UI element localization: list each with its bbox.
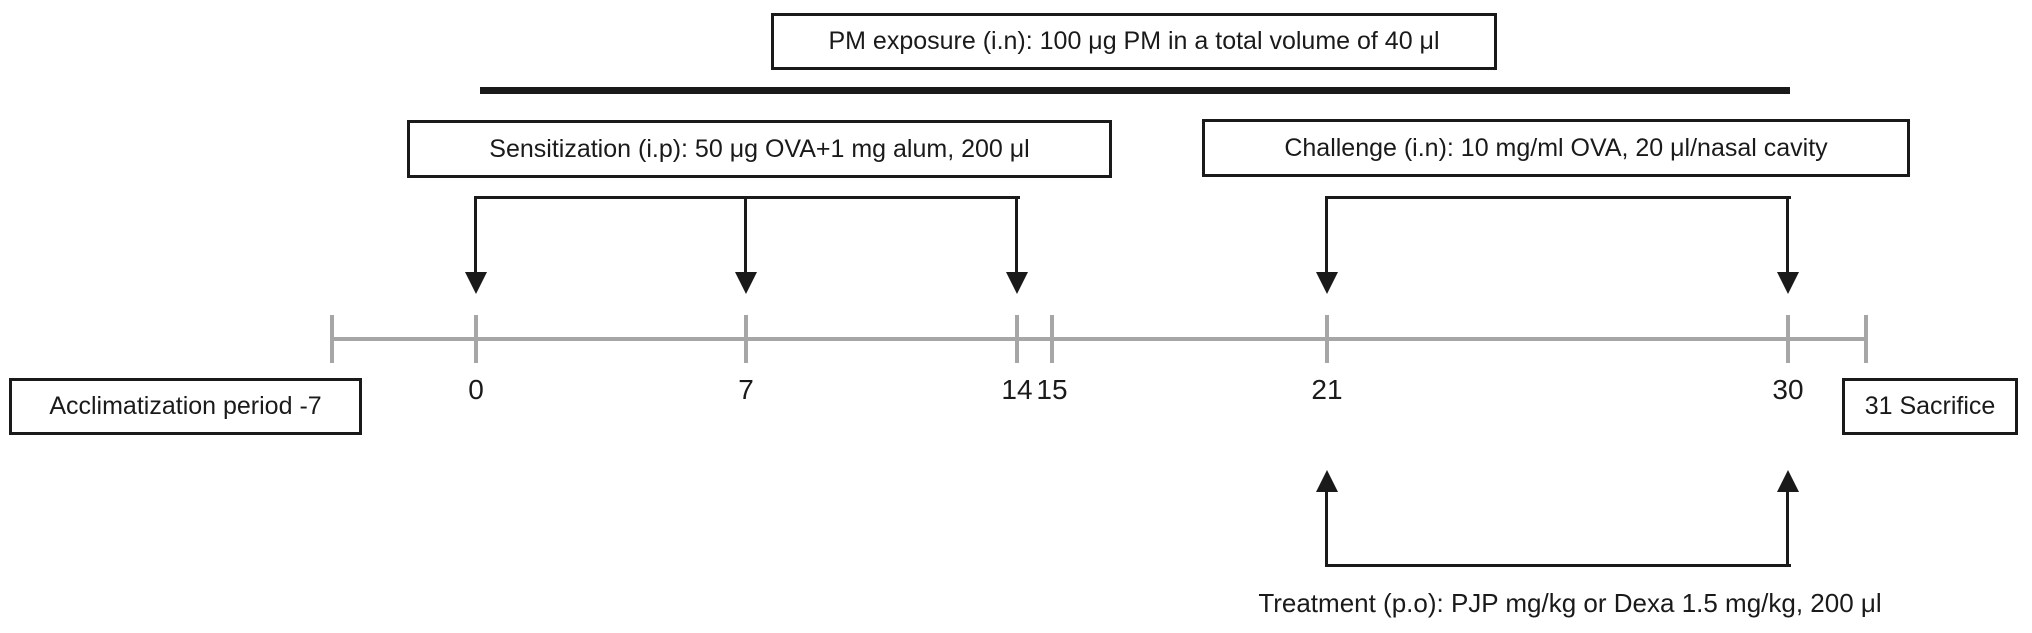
acclimatization-box: Acclimatization period -7	[9, 378, 362, 435]
timeline-tick-day-14	[1015, 315, 1019, 363]
sensitization-box: Sensitization (i.p): 50 μg OVA+1 mg alum…	[407, 120, 1112, 178]
treatment-arrow-arrowhead-day-21	[1316, 470, 1338, 492]
sacrifice-label: 31 Sacrifice	[1864, 392, 1996, 420]
treatment-arrow-bracket-line	[1327, 564, 1791, 567]
challenge-arrow-shaft-day-30	[1786, 196, 1789, 274]
sensitization-arrow-arrowhead-day-0	[465, 272, 487, 294]
challenge-arrow-shaft-day-21	[1325, 196, 1328, 274]
pm-exposure-label: PM exposure (i.n): 100 μg PM in a total …	[828, 27, 1440, 55]
sensitization-arrow-shaft-day-7	[744, 196, 747, 274]
acclimatization-label: Acclimatization period -7	[49, 392, 322, 420]
challenge-label: Challenge (i.n): 10 mg/ml OVA, 20 μl/nas…	[1284, 133, 1828, 162]
sensitization-arrow-arrowhead-day-14	[1006, 272, 1028, 294]
challenge-arrow-arrowhead-day-30	[1777, 272, 1799, 294]
treatment-label: Treatment (p.o): PJP mg/kg or Dexa 1.5 m…	[1258, 588, 1882, 618]
timeline-tick-day-7	[744, 315, 748, 363]
sensitization-arrow-shaft-day-0	[474, 196, 477, 274]
pm-exposure-duration-bar	[480, 87, 1790, 94]
timeline-day-label-30: 30	[1772, 374, 1804, 405]
sensitization-arrow-shaft-day-14	[1015, 196, 1018, 274]
treatment-arrow-shaft-day-21	[1325, 492, 1328, 567]
timeline-axis	[332, 337, 1866, 341]
challenge-box: Challenge (i.n): 10 mg/ml OVA, 20 μl/nas…	[1202, 119, 1910, 177]
sensitization-arrow-bracket-line	[476, 196, 1020, 199]
timeline-day-label-0: 0	[468, 374, 484, 405]
timeline-tick-day-31	[1864, 315, 1868, 363]
treatment-arrow-shaft-day-30	[1786, 492, 1789, 567]
sensitization-arrow-arrowhead-day-7	[735, 272, 757, 294]
pm-exposure-box: PM exposure (i.n): 100 μg PM in a total …	[771, 13, 1497, 70]
timeline-day-label-15: 15	[1036, 374, 1068, 405]
treatment-arrow-arrowhead-day-30	[1777, 470, 1799, 492]
timeline-tick-day-0	[474, 315, 478, 363]
timeline-day-label-14: 14	[1001, 374, 1033, 405]
timeline-day-label-7: 7	[738, 374, 754, 405]
timeline-tick-day-21	[1325, 315, 1329, 363]
timeline-tick-day-30	[1786, 315, 1790, 363]
timeline-tick-day--7	[330, 315, 334, 363]
timeline-tick-day-15	[1050, 315, 1054, 363]
challenge-arrow-bracket-line	[1327, 196, 1791, 199]
timeline-day-label-21: 21	[1311, 374, 1343, 405]
challenge-arrow-arrowhead-day-21	[1316, 272, 1338, 294]
sacrifice-box: 31 Sacrifice	[1842, 378, 2018, 435]
sensitization-label: Sensitization (i.p): 50 μg OVA+1 mg alum…	[489, 134, 1030, 163]
